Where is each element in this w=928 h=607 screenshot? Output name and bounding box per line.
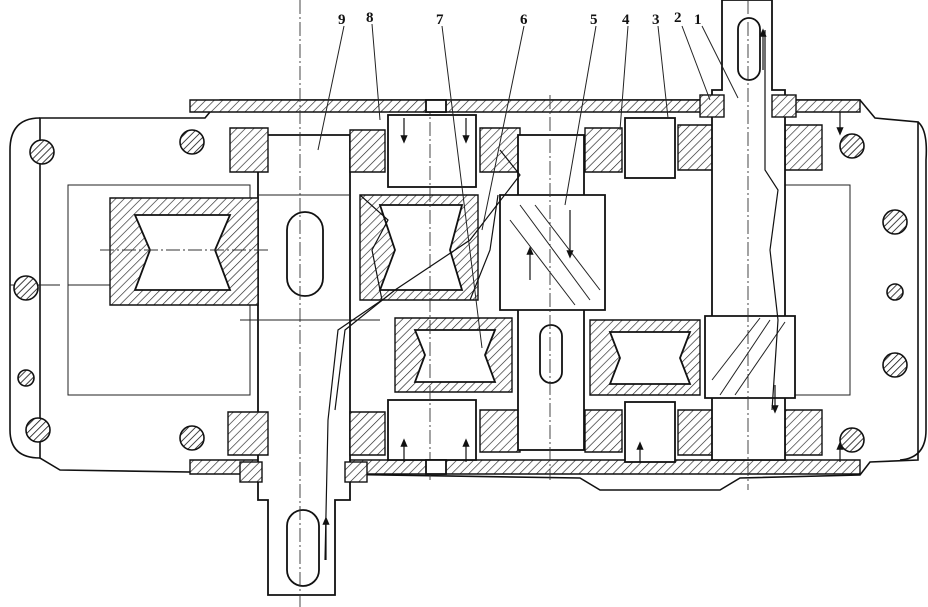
bolt-icon: [13, 275, 39, 301]
part-label-1: 1: [694, 12, 702, 28]
key-slot: [286, 211, 324, 297]
leader-lines: [317, 23, 739, 349]
seals: [239, 94, 797, 483]
bolt-icon: [886, 283, 904, 301]
output-gear: [100, 197, 268, 306]
output-shaft: [240, 0, 380, 607]
part-label-9: 9: [338, 12, 346, 28]
bolt-icon: [179, 129, 205, 155]
part-label-5: 5: [590, 12, 598, 28]
part-label-3: 3: [652, 12, 660, 28]
key-slot: [539, 324, 563, 384]
bearing-cover: [624, 401, 676, 463]
bolt-icon: [179, 425, 205, 451]
bearing-cover: [387, 399, 477, 461]
power-flow-lines: [322, 28, 844, 561]
key-slot: [286, 509, 320, 587]
part-labels: 9 8 7 6 5 4 3 2 1: [338, 10, 702, 28]
bolt-icon: [25, 417, 51, 443]
part-label-6: 6: [520, 12, 528, 28]
bolt-icon: [17, 369, 35, 387]
part-label-4: 4: [622, 12, 630, 28]
bearing-cover: [624, 117, 676, 179]
intermediate-shaft: [499, 95, 701, 480]
key-slot: [737, 17, 761, 81]
bearings: [227, 124, 823, 456]
part-label-2: 2: [674, 10, 682, 26]
bolt-icon: [882, 209, 908, 235]
part-label-8: 8: [366, 10, 374, 26]
bolt-icon: [839, 133, 865, 159]
bolt-icon: [29, 139, 55, 165]
bearing-cover: [387, 114, 477, 188]
intermediate-gears: [359, 100, 513, 480]
bolt-icon: [882, 352, 908, 378]
input-shaft: [704, 0, 796, 490]
part-label-7: 7: [436, 12, 444, 28]
bolt-icon: [839, 427, 865, 453]
